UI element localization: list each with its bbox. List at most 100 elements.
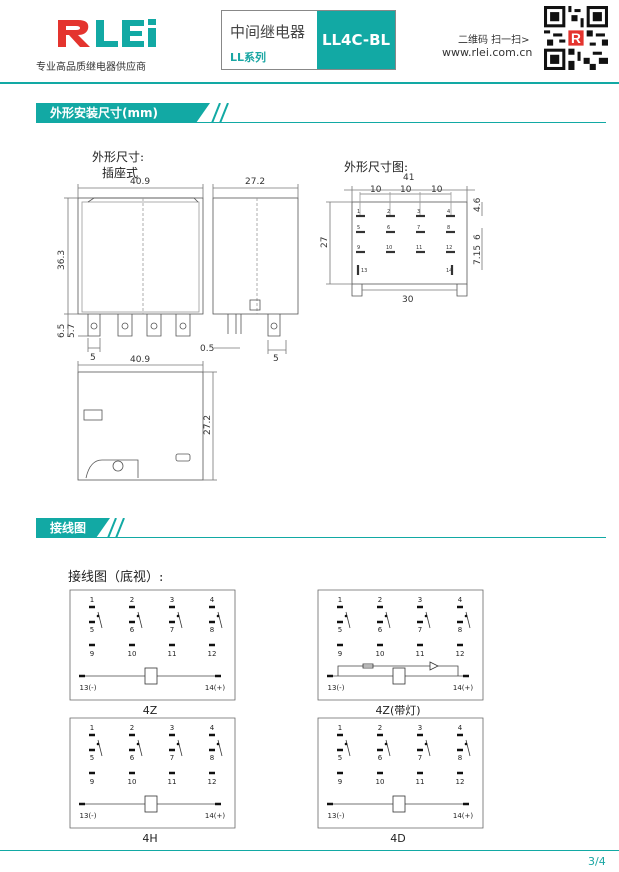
terminal-number: 3 (418, 596, 422, 604)
diagram-caption: 4H (142, 832, 157, 845)
terminal-number: 9 (90, 778, 94, 786)
terminal-number: 3 (418, 724, 422, 732)
contact-dot (176, 614, 180, 618)
product-title-box: 中间继电器 LL系列 LL4C-BL (221, 10, 396, 70)
qr-code-icon[interactable]: R (544, 6, 608, 70)
dim-pitch-2: 10 (400, 185, 412, 195)
dimension-drawing-svg: 40.9 27.2 36.3 6.5 5.7 5 0.5 5 41 10 10 … (57, 173, 483, 481)
dim-bottom-width: 40.9 (130, 355, 150, 365)
wiring-frame (317, 717, 484, 829)
terminal-number: 4 (458, 596, 463, 604)
terminal-label: 14(+) (453, 812, 474, 820)
contact-dot (216, 614, 220, 618)
contact-dot (464, 614, 468, 618)
terminal-number: 3 (170, 724, 174, 732)
terminal-number: 8 (458, 754, 462, 762)
contact-dot (424, 742, 428, 746)
dim-height: 36.3 (57, 250, 67, 270)
dim-row-bot: 7.15 (473, 245, 483, 265)
dim-hole-span: 30 (402, 295, 414, 305)
svg-text:6: 6 (387, 225, 390, 231)
terminal-number: 5 (338, 626, 342, 634)
contact-dot (464, 742, 468, 746)
dim-pin-spacing: 5 (90, 353, 96, 363)
contact-dot (136, 742, 140, 746)
diagram-caption: 4D (390, 832, 405, 845)
contact-line (385, 739, 391, 757)
contact-dot (216, 742, 220, 746)
section-slashes-icon (107, 518, 125, 538)
led-icon (429, 661, 439, 671)
terminal-number: 10 (376, 650, 385, 658)
terminal-number: 1 (90, 596, 94, 604)
contact-line (97, 611, 103, 629)
terminal-label: 13(-) (328, 684, 345, 692)
dim-pin-a: 6.5 (57, 324, 67, 338)
contact-line (345, 611, 351, 629)
terminal-number: 6 (378, 754, 383, 762)
contact-dot (384, 742, 388, 746)
terminal-label: 14(+) (453, 684, 474, 692)
contact-line (425, 611, 431, 629)
wiring-frame (69, 589, 236, 701)
contact-dot (96, 614, 100, 618)
coil (392, 795, 406, 813)
dim-side-width: 27.2 (245, 177, 265, 187)
contact-line (137, 611, 143, 629)
terminal-number: 5 (338, 754, 342, 762)
socket-type-label: 插座式 (102, 166, 139, 180)
terminal-number: 3 (170, 596, 174, 604)
terminal-label: 14(+) (205, 812, 226, 820)
contact-dot (344, 614, 348, 618)
terminal-number: 8 (210, 626, 214, 634)
terminal-number: 7 (170, 754, 174, 762)
terminal-number: 2 (130, 596, 134, 604)
terminal-number: 7 (418, 754, 422, 762)
dim-pin-thick: 0.5 (200, 344, 214, 354)
section-title-wiring: 接线图 (36, 518, 110, 538)
contact-line (97, 739, 103, 757)
svg-text:3: 3 (417, 209, 420, 215)
contact-line (385, 611, 391, 629)
terminal-label: 13(-) (80, 812, 97, 820)
product-series: LL系列 (230, 51, 267, 64)
terminal-number: 10 (376, 778, 385, 786)
contact-dot (176, 742, 180, 746)
terminal-number: 5 (90, 626, 94, 634)
svg-text:1: 1 (357, 209, 360, 215)
product-category: 中间继电器 (230, 23, 306, 41)
dim-mount-width: 41 (403, 173, 414, 183)
section-title-dimensions: 外形安装尺寸(mm) (36, 103, 210, 123)
coil (144, 795, 158, 813)
wiring-title: 接线图（底视）: (68, 570, 164, 585)
section-underline (36, 537, 606, 538)
svg-text:2: 2 (387, 209, 390, 215)
header-rule (0, 82, 619, 84)
svg-text:13: 13 (361, 268, 367, 274)
contact-line (465, 739, 471, 757)
svg-text:8: 8 (447, 225, 450, 231)
contact-line (177, 739, 183, 757)
website-link[interactable]: www.rlei.com.cn (442, 46, 533, 59)
terminal-number: 11 (168, 778, 177, 786)
coil (392, 667, 406, 685)
outline-label: 外形尺寸: (92, 150, 145, 164)
terminal-number: 9 (90, 650, 94, 658)
diagram-caption: 4Z(带灯) (375, 704, 420, 717)
contact-dot (384, 614, 388, 618)
dim-bottom-depth: 27.2 (203, 415, 213, 435)
qr-label: 二维码 扫一扫> (458, 35, 530, 46)
wiring-frame (317, 589, 484, 701)
svg-text:4: 4 (447, 209, 450, 215)
wiring-diagram-svg: 15926103711481213(-)14(+)4Z1592610371148… (69, 589, 484, 845)
terminal-number: 9 (338, 650, 342, 658)
front-pins (87, 314, 191, 337)
page-header: 专业高品质继电器供应商 中间继电器 LL系列 LL4C-BL 二维码 扫一扫> … (0, 0, 619, 82)
terminal-number: 12 (456, 650, 465, 658)
terminal-number: 12 (208, 778, 217, 786)
terminal-label: 13(-) (328, 812, 345, 820)
terminal-number: 11 (416, 778, 425, 786)
contact-dot (344, 742, 348, 746)
terminal-number: 6 (378, 626, 383, 634)
